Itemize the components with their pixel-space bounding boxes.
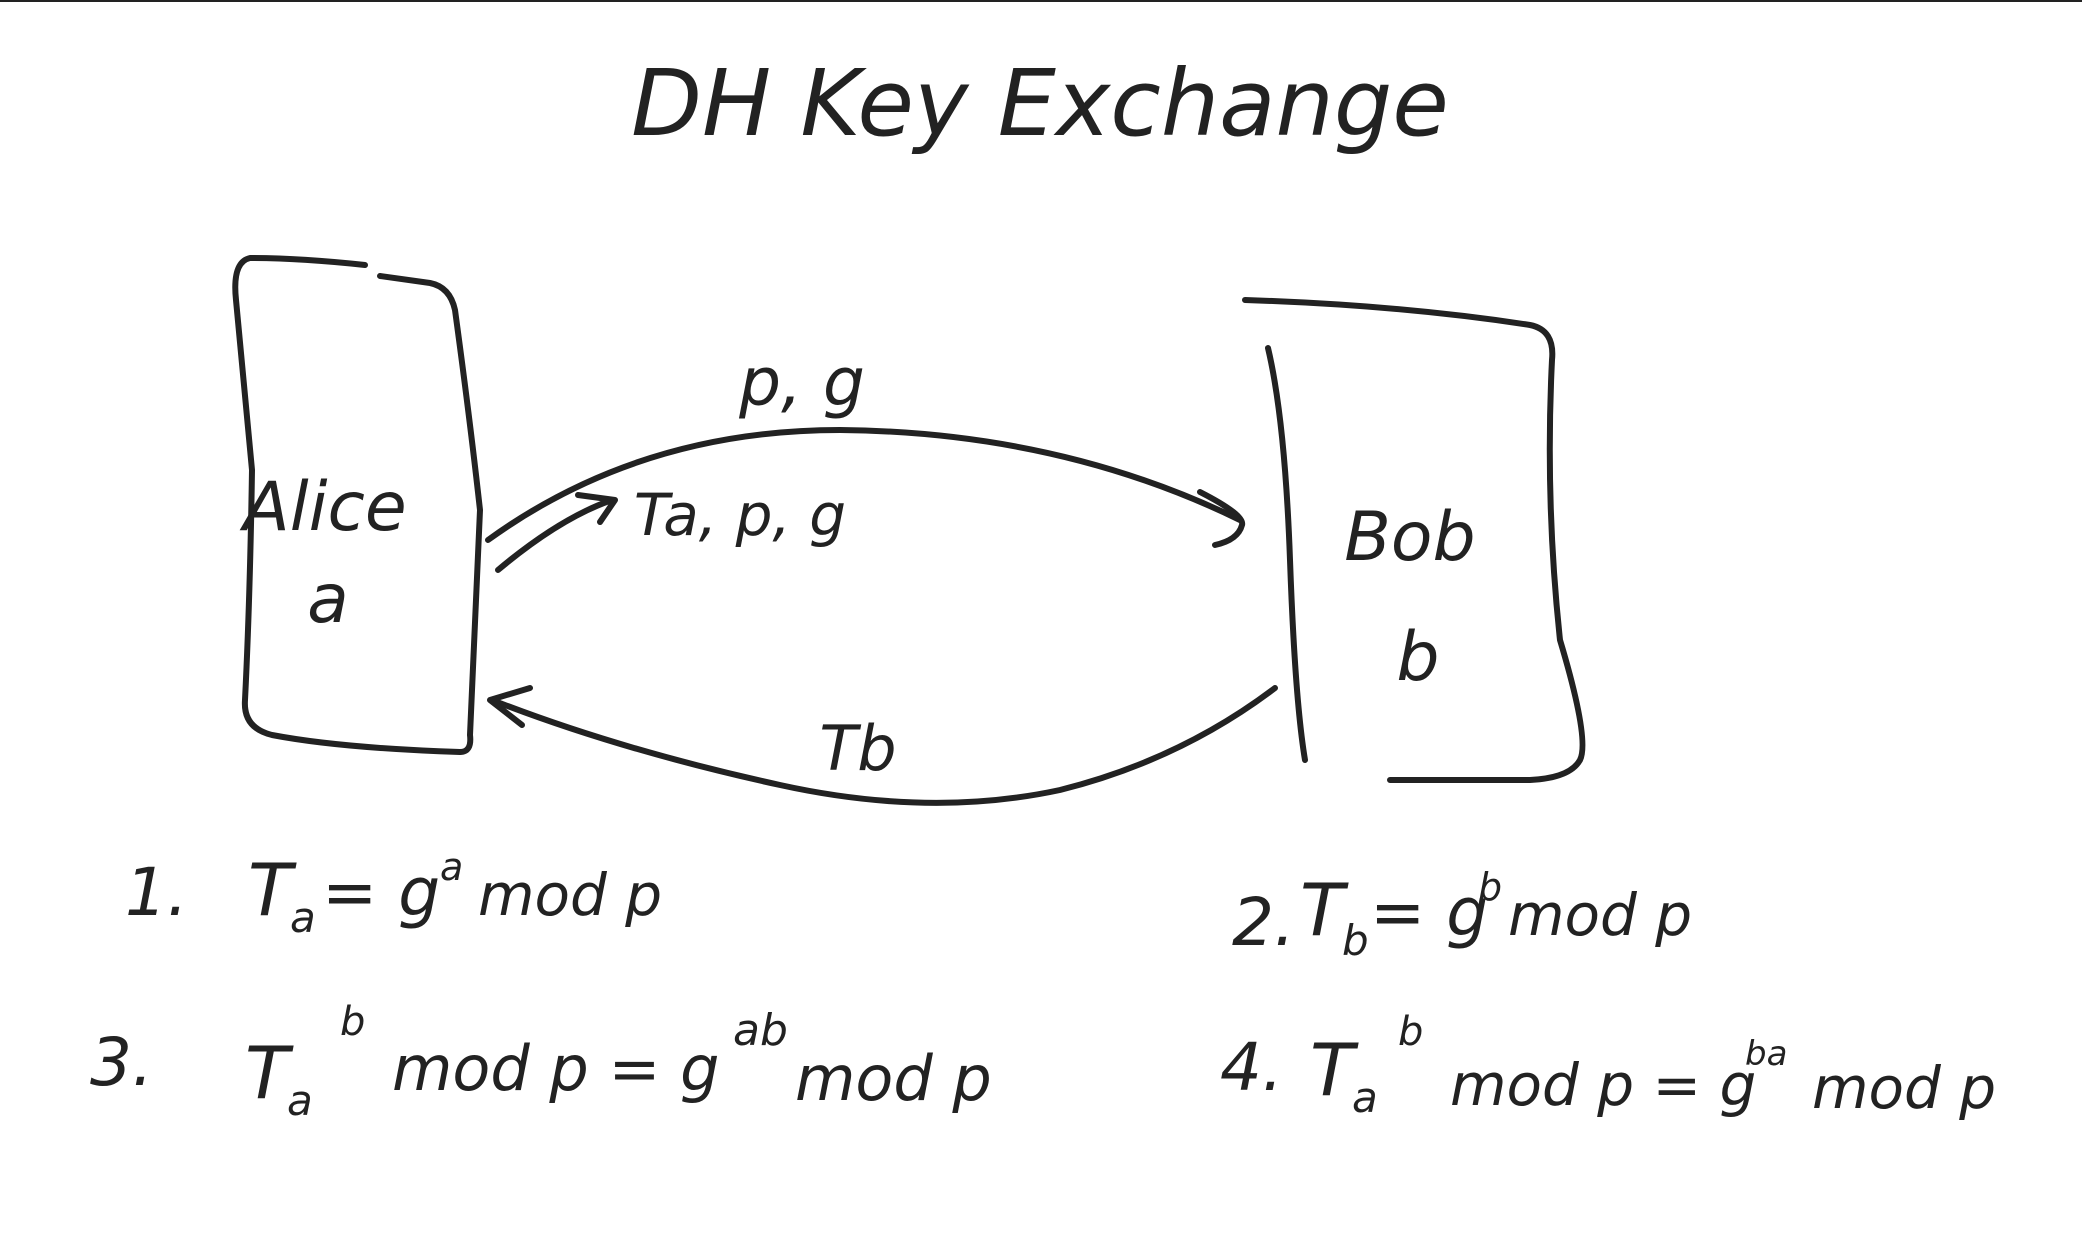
step-2-exp: b <box>1478 865 1502 909</box>
step-1-eq: = g <box>322 854 440 931</box>
step-4-lhs-sub: a <box>1352 1073 1378 1122</box>
step-2-rest: mod p <box>1508 881 1692 949</box>
arrow-alice-to-bob-head <box>1197 489 1246 548</box>
step-3-exp: ab <box>733 1005 788 1056</box>
bob-secret: b <box>1396 618 1439 697</box>
step-3-rest: mod p <box>795 1042 992 1115</box>
alice-secret: a <box>307 560 349 639</box>
step-2-lhs: T <box>1300 868 1349 952</box>
step-3-number: 3. <box>90 1024 153 1101</box>
bob-name: Bob <box>1344 498 1475 577</box>
alice-name: Alice <box>239 468 407 547</box>
step-4-exp: ba <box>1745 1034 1787 1074</box>
step-4-mid: mod p = g <box>1450 1051 1756 1119</box>
step-1-lhs-sub: a <box>290 893 316 942</box>
bob-to-alice-label: Tb <box>819 712 896 785</box>
arrow-bob-to-alice-head <box>487 685 533 728</box>
step-4-lhs: T <box>1310 1028 1359 1112</box>
arrow-short-alice <box>495 497 615 573</box>
step-1-number: 1. <box>125 854 188 931</box>
arrow-alice-to-bob <box>485 427 1243 543</box>
step-3-lhs-exp: b <box>340 999 365 1045</box>
step-3-lhs-sub: a <box>287 1076 313 1125</box>
arrow-short-alice-head <box>575 492 618 525</box>
step-1-rest: mod p <box>478 861 662 929</box>
public-params-label: p, g <box>738 344 865 421</box>
alice-to-bob-label: Ta, p, g <box>634 481 846 549</box>
step-3: 3. T a b mod p = g ab mod p <box>90 999 992 1125</box>
step-1-exp: a <box>440 845 463 889</box>
step-3-lhs: T <box>245 1031 294 1115</box>
diagram-title: DH Key Exchange <box>631 50 1449 157</box>
step-1: 1. T a = g a mod p <box>125 845 662 942</box>
step-1-lhs: T <box>248 848 297 932</box>
step-2-eq: = g <box>1370 874 1488 951</box>
step-4-rest: mod p <box>1812 1054 1996 1122</box>
arrow-bob-to-alice <box>489 685 1278 806</box>
step-4-lhs-exp: b <box>1398 1009 1423 1055</box>
alice-box <box>232 255 483 755</box>
step-4: 4. T a b mod p = g ba mod p <box>1220 1009 1996 1122</box>
top-border <box>0 0 2082 2</box>
bob-box <box>1242 297 1586 783</box>
step-2: 2. T b = g b mod p <box>1232 865 1692 965</box>
step-3-mid: mod p = g <box>392 1032 719 1105</box>
bob-box-left-edge <box>1265 345 1308 763</box>
step-2-number: 2. <box>1232 884 1295 961</box>
step-2-lhs-sub: b <box>1342 916 1369 965</box>
step-4-number: 4. <box>1220 1029 1283 1106</box>
